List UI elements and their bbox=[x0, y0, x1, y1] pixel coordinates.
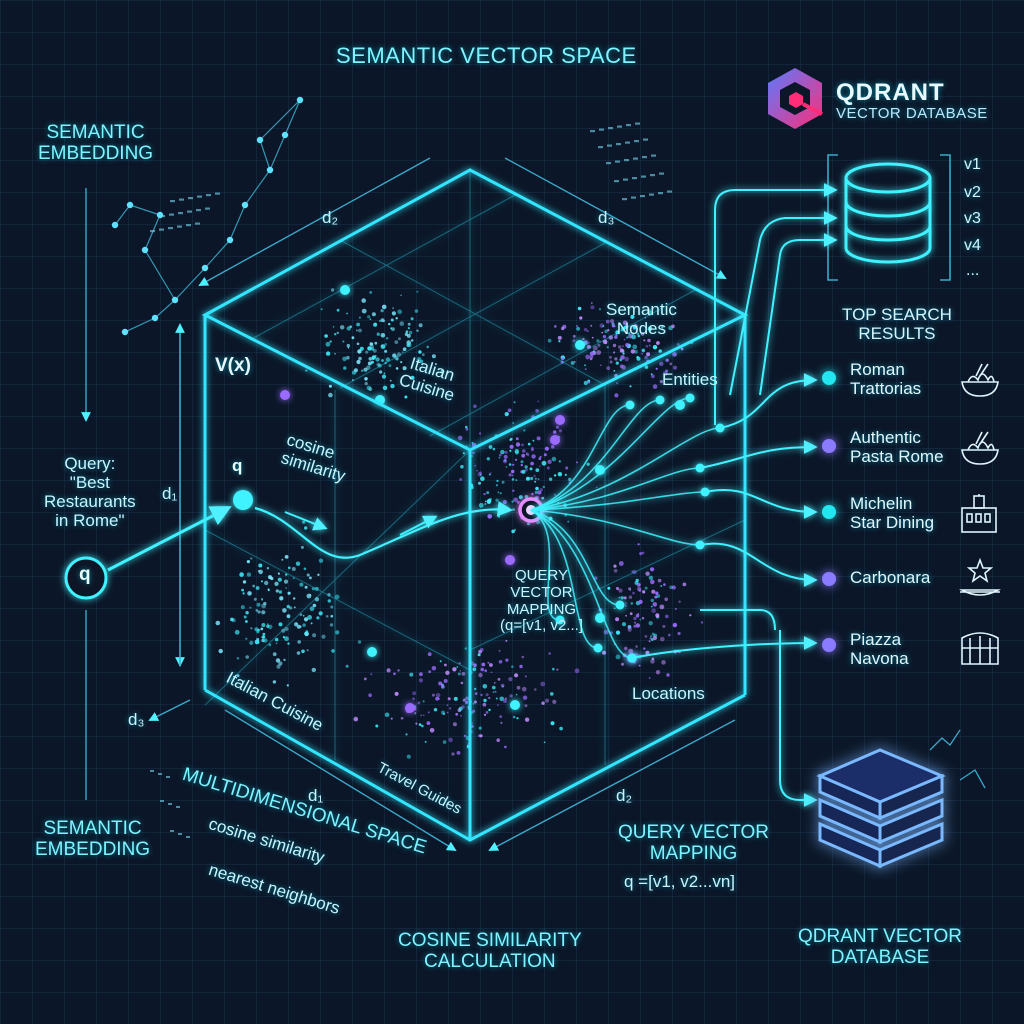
vector-item-v4: v4 bbox=[964, 237, 981, 254]
result-dot bbox=[822, 439, 836, 453]
cosine-calculation-label: COSINE SIMILARITY CALCULATION bbox=[398, 930, 582, 973]
result-dot bbox=[822, 505, 836, 519]
axis-label-d1-bottom: d₁ bbox=[308, 786, 324, 805]
result-item[interactable]: Michelin Star Dining bbox=[820, 494, 960, 538]
result-links bbox=[631, 373, 818, 659]
data-ticker-marks bbox=[150, 122, 672, 838]
result-dot bbox=[822, 638, 836, 652]
result-dot bbox=[822, 572, 836, 586]
result-label: Piazza Navona bbox=[850, 630, 909, 669]
database-links bbox=[700, 183, 838, 807]
vector-cube bbox=[201, 168, 749, 842]
result-item[interactable]: Roman Trattorias bbox=[820, 360, 960, 404]
database-top-icon bbox=[844, 162, 932, 264]
vector-item-more: ... bbox=[966, 262, 980, 279]
query-symbol-circle bbox=[64, 556, 108, 600]
vx-label: V(x) bbox=[215, 355, 251, 376]
query-vector-mapping-title: QUERY VECTOR MAPPING bbox=[618, 822, 769, 865]
query-path bbox=[64, 490, 544, 600]
semantic-embedding-top-label: SEMANTIC EMBEDDING bbox=[38, 122, 154, 165]
result-item[interactable]: Piazza Navona bbox=[820, 630, 960, 674]
axis-label-d1-left: d₁ bbox=[162, 484, 178, 503]
colosseum-icon bbox=[961, 632, 999, 665]
corner-decor bbox=[929, 729, 986, 789]
pasta-bowl-icon bbox=[961, 431, 999, 465]
page-title: SEMANTIC VECTOR SPACE bbox=[336, 43, 637, 68]
result-dot bbox=[822, 371, 836, 385]
pasta-bowl-icon bbox=[961, 363, 999, 397]
vector-item-v3: v3 bbox=[964, 210, 981, 227]
axis-label-d2-bottom: d₂ bbox=[616, 786, 633, 805]
query-text: Query: "Best Restaurants in Rome" bbox=[44, 454, 136, 531]
axis-label-d3-left: d₃ bbox=[128, 710, 145, 729]
point-clusters bbox=[215, 285, 704, 759]
qdrant-db-bottom-label: QDRANT VECTOR DATABASE bbox=[798, 926, 962, 969]
brand-name: QDRANT bbox=[836, 79, 945, 106]
query-symbol: q bbox=[79, 564, 91, 585]
result-label: Authentic Pasta Rome bbox=[850, 428, 944, 467]
building-icon bbox=[961, 494, 997, 533]
semantic-nodes-label: Semantic Nodes bbox=[606, 300, 677, 339]
entities-label: Entities bbox=[662, 370, 718, 389]
axis-label-d2-top: d₂ bbox=[322, 208, 339, 227]
similarity-rays bbox=[530, 393, 725, 663]
axis-label-d3-top: d₃ bbox=[598, 208, 615, 227]
top-search-results-title: TOP SEARCH RESULTS bbox=[842, 305, 952, 344]
query-vector-mapping-inner-label: QUERY VECTOR MAPPING (q=[v1, v2...] bbox=[500, 567, 583, 635]
result-label: Carbonara bbox=[850, 568, 931, 587]
vector-item-v2: v2 bbox=[964, 184, 981, 201]
locations-label: Locations bbox=[632, 684, 705, 703]
qdrant-logo-icon bbox=[768, 68, 823, 129]
result-item[interactable]: Authentic Pasta Rome bbox=[820, 428, 960, 472]
query-vector-formula: q =[v1, v2...vn] bbox=[624, 872, 736, 891]
vector-item-v1: v1 bbox=[964, 156, 981, 173]
semantic-embedding-bottom-label: SEMANTIC EMBEDDING bbox=[35, 818, 151, 861]
star-dish-icon bbox=[958, 557, 1002, 596]
q-point-label: q bbox=[232, 456, 243, 475]
result-item[interactable]: Carbonara bbox=[820, 568, 960, 592]
result-label: Michelin Star Dining bbox=[850, 494, 935, 533]
database-bottom-icon bbox=[816, 748, 946, 869]
dimension-arrows bbox=[148, 157, 736, 852]
result-label: Roman Trattorias bbox=[850, 360, 922, 399]
brand-subtitle: VECTOR DATABASE bbox=[836, 105, 988, 122]
